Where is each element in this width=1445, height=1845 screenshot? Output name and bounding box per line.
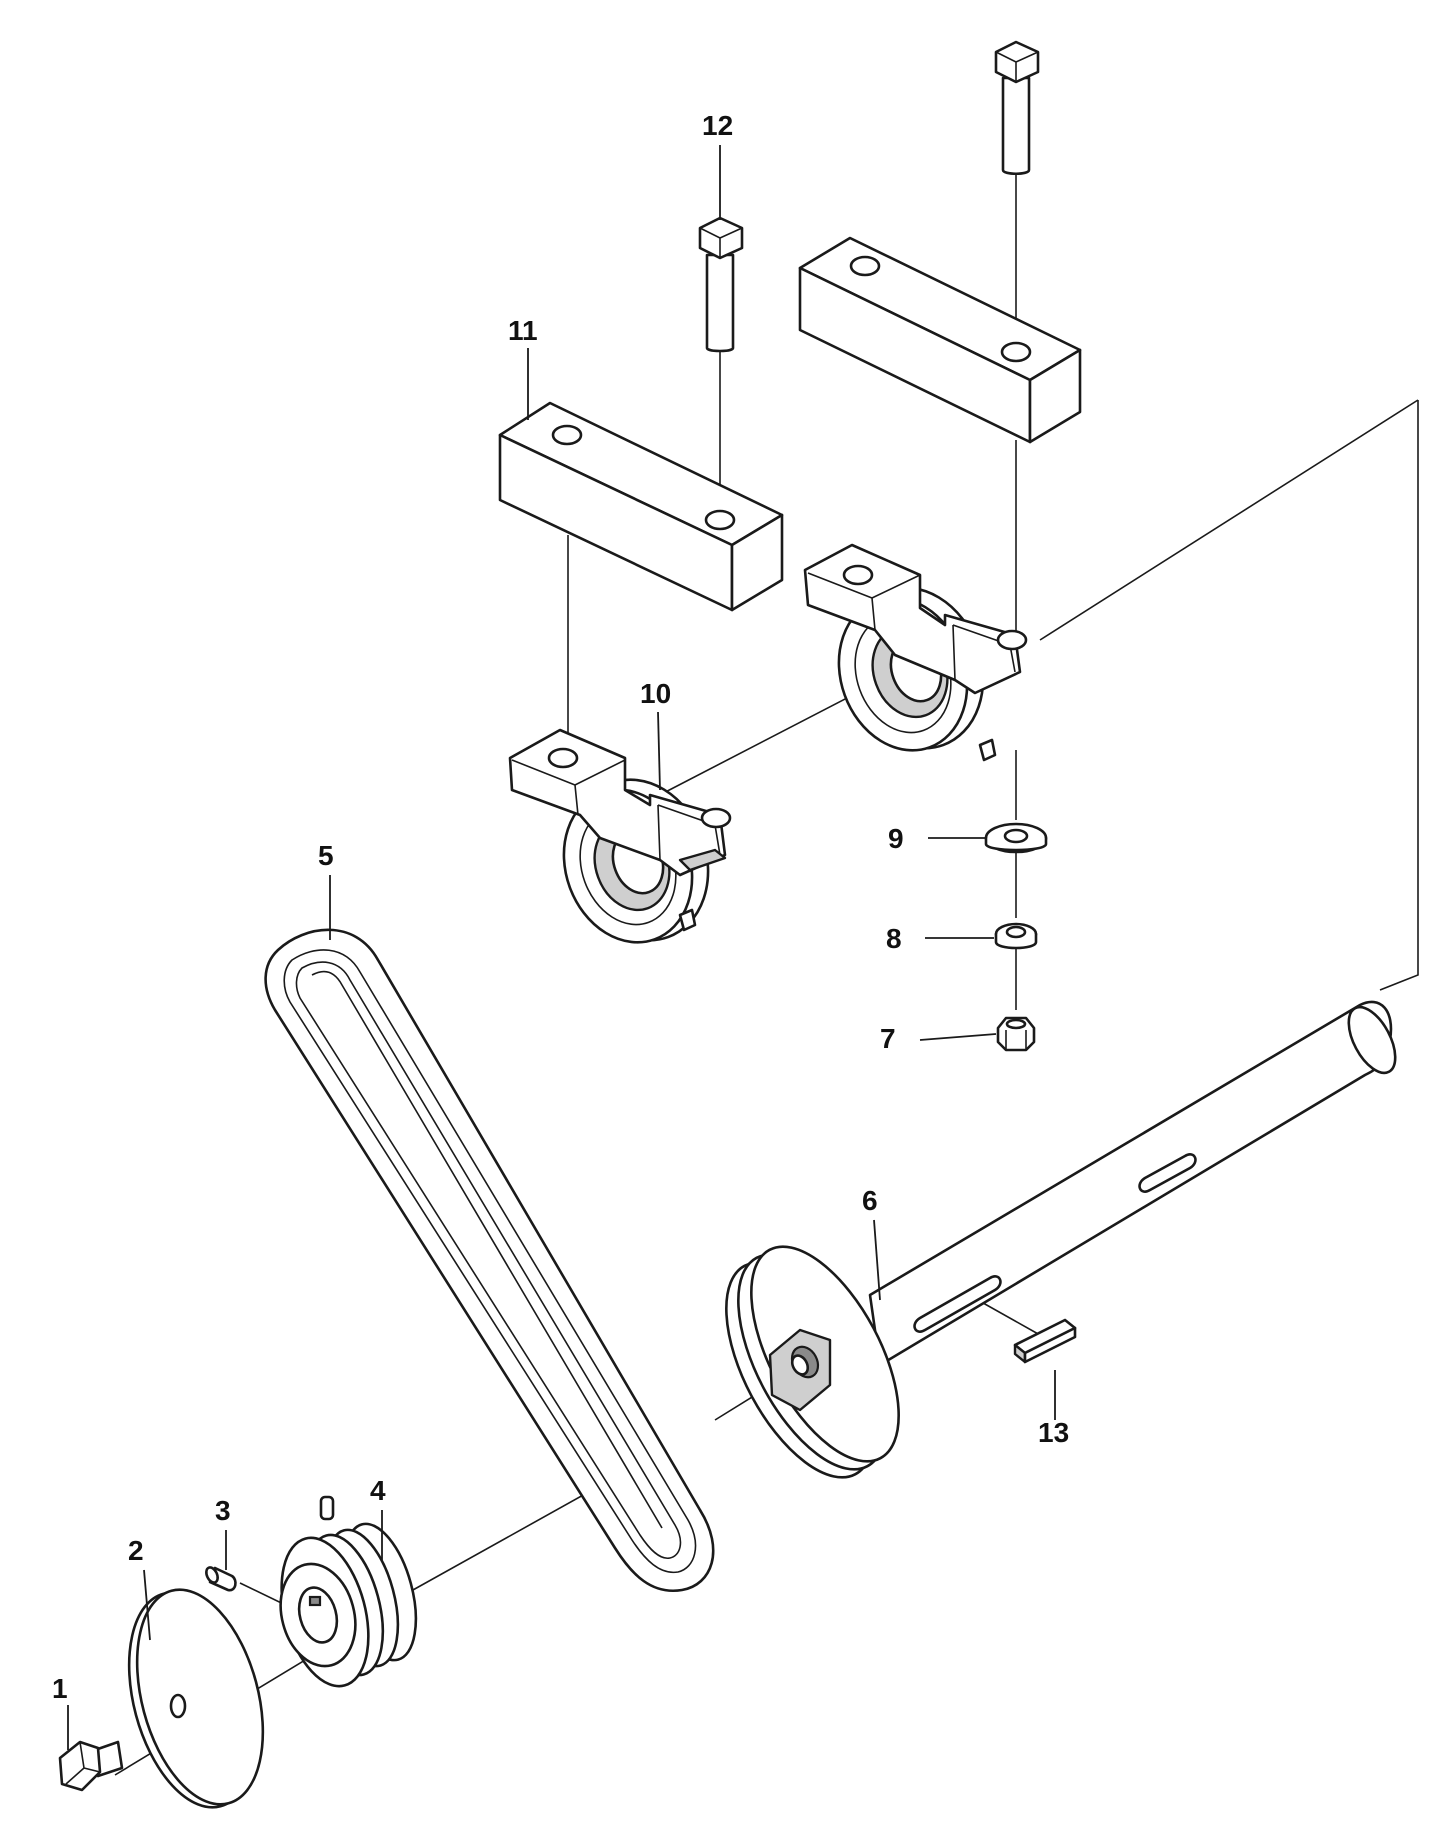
end-washer-disc <box>127 1588 265 1809</box>
shaft-key <box>1013 1318 1077 1364</box>
pulley-bolt <box>58 1740 124 1792</box>
callout-13: 13 <box>1038 1417 1069 1448</box>
callout-4: 4 <box>370 1475 386 1506</box>
right-pillow-block-bearing <box>803 543 1028 762</box>
right-hex-bolt <box>994 40 1040 176</box>
callout-1: 1 <box>52 1673 68 1704</box>
callout-5: 5 <box>318 840 334 871</box>
left-pillow-block-bearing <box>508 728 732 944</box>
callout-2: 2 <box>128 1535 144 1566</box>
callout-11: 11 <box>508 315 538 346</box>
callout-6: 6 <box>862 1185 878 1216</box>
callout-9: 9 <box>888 823 904 854</box>
callout-3: 3 <box>215 1495 231 1526</box>
left-hex-bolt <box>698 216 744 353</box>
callout-7: 7 <box>880 1023 896 1054</box>
assembly-guide-lines <box>114 175 1419 1776</box>
left-spacer-block <box>498 401 784 612</box>
drive-pulley <box>279 1495 418 1688</box>
drive-shaft <box>725 1000 1397 1479</box>
callout-10: 10 <box>640 678 671 709</box>
callout-labels: 1 2 3 4 5 6 7 8 9 10 11 12 13 <box>52 110 1069 1704</box>
callout-leaders <box>67 145 1056 1750</box>
right-spacer-block <box>798 236 1082 444</box>
hex-nut <box>996 1016 1036 1052</box>
callout-8: 8 <box>886 923 902 954</box>
set-pin <box>205 1566 237 1592</box>
v-belt <box>264 928 715 1593</box>
lock-washer <box>994 922 1038 950</box>
callout-12: 12 <box>702 110 733 141</box>
flat-washer <box>984 822 1048 854</box>
